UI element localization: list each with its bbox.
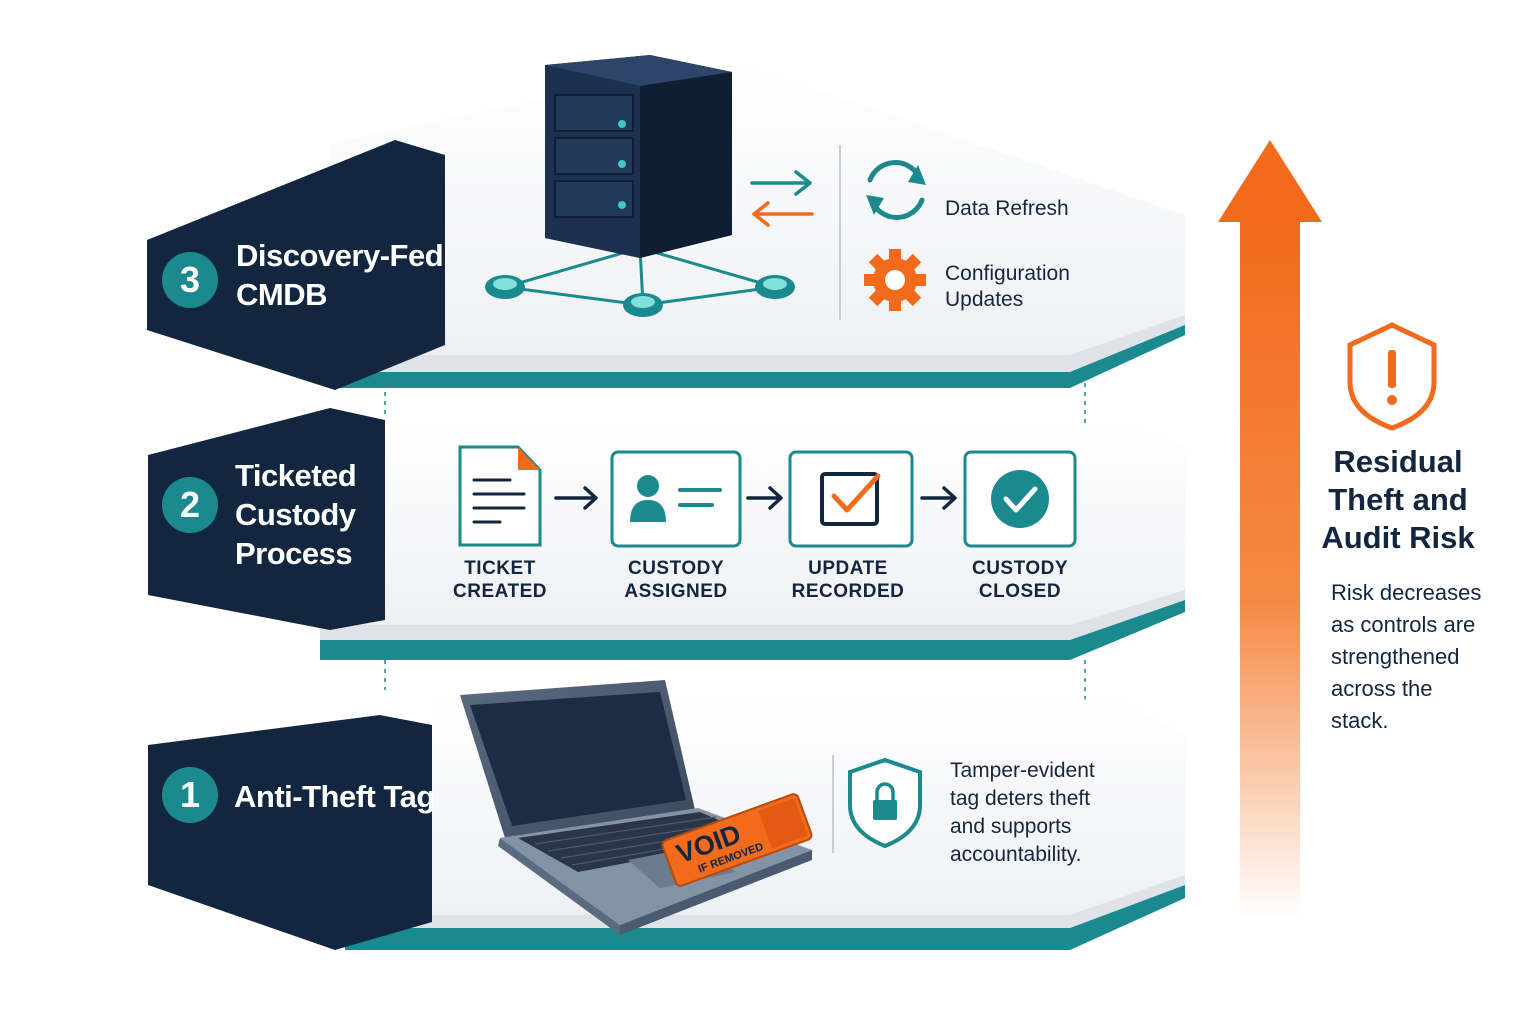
risk-title-line: Residual bbox=[1333, 444, 1463, 479]
step-label-custody-assigned: CUSTODY ASSIGNED bbox=[591, 557, 761, 603]
tier-3-panel bbox=[330, 60, 1185, 388]
risk-title: Residual Theft and Audit Risk bbox=[1308, 443, 1488, 557]
tier-3-number-badge bbox=[162, 252, 218, 308]
tier-2-number-badge bbox=[162, 477, 218, 533]
step-arrow bbox=[746, 486, 783, 510]
tier-1-description-line: tag deters theft bbox=[950, 787, 1091, 810]
tier-1-description-line: and supports bbox=[950, 815, 1072, 838]
tier-2-title-line: Ticketed bbox=[235, 458, 357, 493]
tier-1-description: Tamper-evident tag deters theft and supp… bbox=[950, 757, 1095, 869]
step-label-line: TICKET bbox=[464, 558, 536, 579]
step-label-line: RECORDED bbox=[791, 581, 905, 602]
step-label-update-recorded: UPDATE RECORDED bbox=[763, 557, 933, 603]
ticket-document-icon bbox=[458, 445, 542, 547]
shield-lock-icon bbox=[848, 757, 922, 849]
tier-1-number: 1 bbox=[179, 774, 201, 815]
configuration-updates-line: Configuration bbox=[945, 262, 1070, 285]
step-label-line: CUSTODY bbox=[627, 558, 725, 579]
risk-title-line: Theft and bbox=[1328, 482, 1468, 517]
tier-3-title-line: Discovery-Fed bbox=[236, 238, 444, 273]
risk-description-line: across the bbox=[1331, 676, 1433, 701]
refresh-icon bbox=[866, 160, 926, 220]
gear-icon bbox=[864, 249, 926, 311]
risk-description-line: stack. bbox=[1331, 708, 1389, 733]
step-arrow bbox=[554, 486, 598, 510]
tier-3-number: 3 bbox=[179, 259, 201, 300]
tier-3-label-block bbox=[147, 140, 445, 390]
tier-1-label-block bbox=[148, 715, 432, 950]
risk-description-line: Risk decreases bbox=[1331, 580, 1482, 605]
tier-2-title-line: Custody bbox=[235, 497, 356, 532]
tier-1-description-line: accountability. bbox=[950, 843, 1082, 866]
tier-1-number-badge bbox=[162, 767, 218, 823]
step-label-line: CUSTODY bbox=[971, 558, 1069, 579]
risk-title-line: Audit Risk bbox=[1321, 520, 1475, 555]
tier-1-title: Anti-Theft Tag bbox=[234, 779, 435, 814]
checkbox-icon bbox=[788, 450, 914, 548]
custody-card-icon bbox=[610, 450, 742, 548]
server-icon bbox=[485, 55, 795, 317]
risk-description-line: strengthened bbox=[1331, 644, 1460, 669]
step-label-line: CLOSED bbox=[978, 581, 1062, 602]
sync-arrows-icon bbox=[750, 170, 814, 227]
step-label-line: ASSIGNED bbox=[624, 581, 728, 602]
shield-warning-icon bbox=[1347, 322, 1437, 431]
tier-2-label-block bbox=[148, 408, 385, 630]
tier-2-title-line: Process bbox=[235, 536, 353, 571]
up-arrow-icon bbox=[1218, 140, 1322, 918]
configuration-updates-line: Updates bbox=[945, 288, 1024, 311]
tier-3-title: Discovery-Fed CMDB bbox=[236, 236, 444, 314]
step-label-custody-closed: CUSTODY CLOSED bbox=[935, 557, 1105, 603]
data-refresh-label: Data Refresh bbox=[945, 197, 1069, 220]
step-label-line: UPDATE bbox=[808, 558, 888, 579]
tier-2-title: Ticketed Custody Process bbox=[235, 456, 357, 573]
configuration-updates-label: Configuration Updates bbox=[945, 261, 1070, 313]
step-label-line: CREATED bbox=[453, 581, 547, 602]
step-label-ticket-created: TICKET CREATED bbox=[415, 557, 585, 603]
step-arrow bbox=[920, 486, 957, 510]
check-circle-icon bbox=[963, 450, 1077, 548]
tier-2-number: 2 bbox=[179, 484, 201, 525]
risk-description-line: as controls are bbox=[1331, 612, 1476, 637]
tier-3-title-line: CMDB bbox=[236, 277, 328, 312]
tier-1-description-line: Tamper-evident bbox=[950, 759, 1095, 782]
risk-description: Risk decreases as controls are strengthe… bbox=[1331, 577, 1491, 737]
